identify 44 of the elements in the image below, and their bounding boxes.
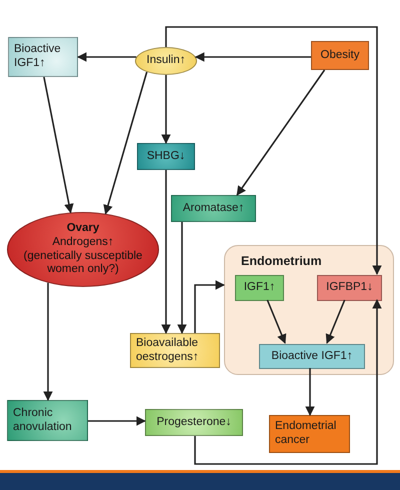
node-label: Aromatase↑ xyxy=(182,202,244,216)
node-title: Ovary xyxy=(66,222,100,236)
arrow xyxy=(43,282,53,401)
process-box xyxy=(171,195,256,222)
arrow xyxy=(326,300,346,344)
container-panel xyxy=(224,245,394,375)
node-label: IGFBP1↓ xyxy=(326,281,373,295)
arrow xyxy=(194,299,382,465)
arrow xyxy=(165,26,382,275)
process-box xyxy=(311,41,369,70)
process-box xyxy=(8,37,78,77)
node-label: SHBG↓ xyxy=(146,150,186,164)
panel-title: Endometrium xyxy=(241,254,322,269)
process-box xyxy=(269,415,350,453)
node-label: Obesity xyxy=(320,48,360,62)
arrow xyxy=(43,76,74,214)
node-label: Androgens↑ xyxy=(52,236,114,250)
process-box xyxy=(259,344,365,369)
node-label: Progesterone↓ xyxy=(156,416,232,430)
node-label: Endometrial cancer xyxy=(275,420,338,448)
node-label: Bioavailable oestrogens↑ xyxy=(136,336,200,364)
arrow xyxy=(266,300,286,344)
arrow xyxy=(161,75,171,144)
arrow xyxy=(103,72,148,215)
arrow xyxy=(305,368,315,416)
node-label: Insulin↑ xyxy=(146,54,186,68)
node-label: (genetically susceptible women only?) xyxy=(22,250,144,278)
process-box xyxy=(145,409,243,436)
arrow xyxy=(177,222,187,334)
process-box xyxy=(7,400,88,441)
arrow xyxy=(88,416,146,426)
arrow xyxy=(194,52,311,62)
arrow xyxy=(161,170,171,334)
process-box xyxy=(235,275,284,301)
arrow xyxy=(194,280,225,333)
node-label: Chronic anovulation xyxy=(13,406,73,434)
process-box xyxy=(130,333,220,368)
process-box xyxy=(317,275,382,301)
process-box xyxy=(137,143,195,170)
arrow xyxy=(77,52,136,62)
arrow xyxy=(236,70,326,196)
node-label: IGF1↑ xyxy=(244,281,276,295)
node-label: Bioactive IGF1↑ xyxy=(14,43,62,71)
node-label: Bioactive IGF1↑ xyxy=(271,350,353,364)
